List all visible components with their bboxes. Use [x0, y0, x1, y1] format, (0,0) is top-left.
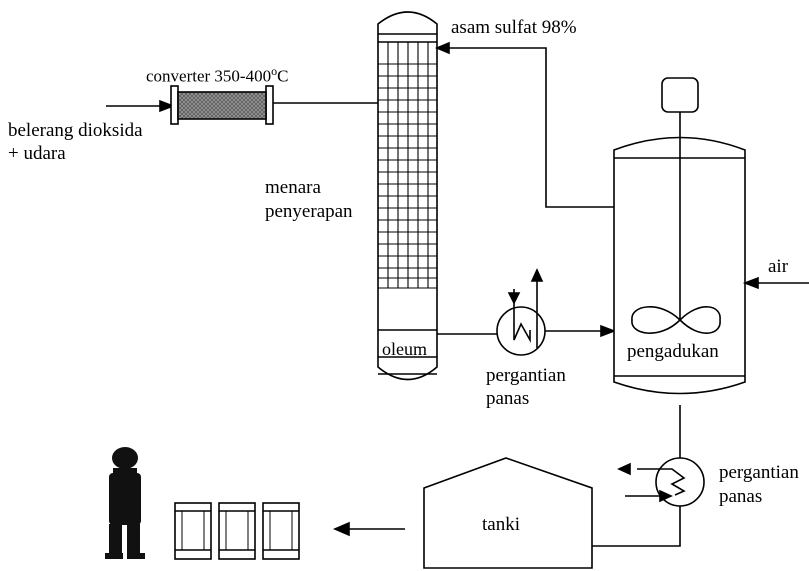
hx2-label-line2: panas — [719, 486, 763, 507]
drum-icon — [218, 502, 256, 560]
converter-label-degree: o — [271, 64, 278, 78]
water-label: air — [768, 256, 789, 277]
worker-icon — [105, 447, 145, 559]
converter-label-unit: C — [277, 66, 289, 86]
drum-icon — [174, 502, 212, 560]
mixing-vessel — [613, 77, 746, 395]
input-label-line2: + udara — [8, 143, 66, 164]
acid-label: asam sulfat 98% — [451, 17, 577, 38]
acid-recycle-line — [434, 41, 614, 208]
hx1-label-line1: pergantian — [486, 365, 566, 386]
storage-tank — [423, 457, 593, 569]
hx2-label-line1: pergantian — [719, 462, 799, 483]
motor-icon — [661, 77, 699, 113]
product-arrow — [332, 521, 405, 537]
tank-label: tanki — [482, 514, 520, 535]
converter-label-text: converter 350-400 — [146, 66, 272, 86]
absorption-tower — [377, 11, 438, 381]
tower-label-line2: penyerapan — [265, 201, 353, 222]
heat-exchanger-2 — [617, 457, 705, 507]
hx2-to-tank-pipe — [592, 506, 681, 547]
heat-exchanger-1 — [496, 268, 546, 356]
water-inlet — [742, 276, 809, 290]
hx1-label-line2: panas — [486, 388, 530, 409]
oleum-label: oleum — [382, 339, 427, 359]
drum-icon — [262, 502, 300, 560]
impeller-icon — [631, 306, 721, 334]
input-label-line1: belerang dioksida — [8, 120, 143, 141]
feed-arrow — [106, 99, 176, 113]
tower-label-line1: menara — [265, 177, 321, 198]
oleum-line — [437, 324, 617, 338]
mixer-label: pengadukan — [627, 341, 719, 362]
converter — [170, 85, 274, 125]
converter-label: converter 350-400oC — [146, 60, 288, 88]
